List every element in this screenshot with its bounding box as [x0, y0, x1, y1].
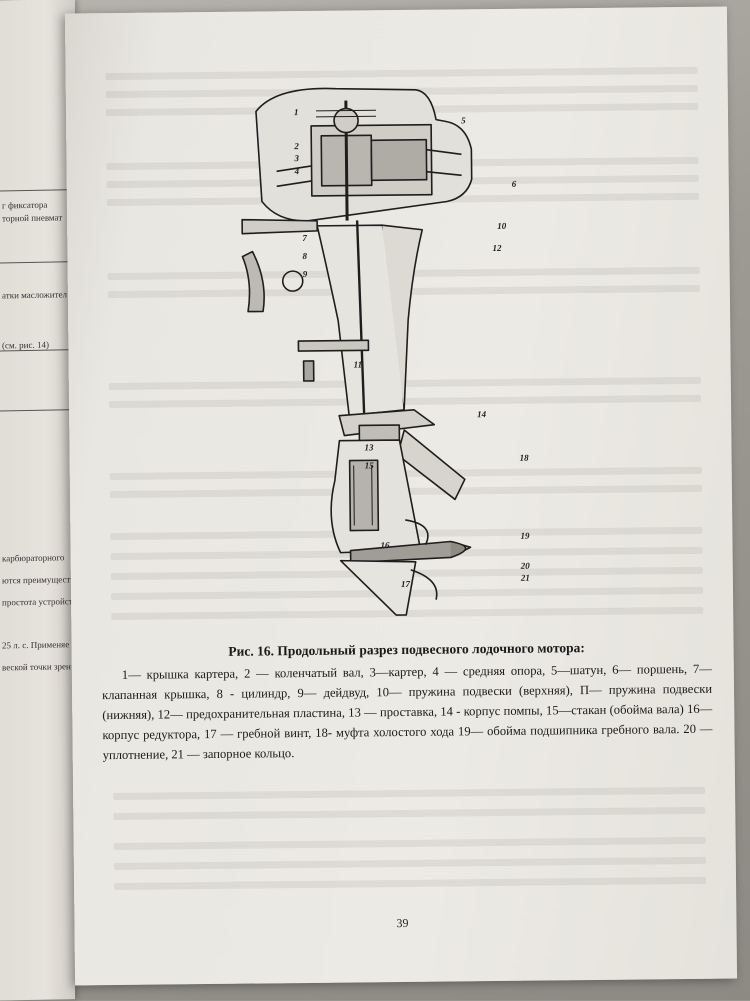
callout-label: 15 [365, 460, 375, 470]
callout-label: 4 [294, 166, 300, 176]
left-page-fragment: атки масложител [2, 289, 67, 301]
callout-label: 13 [364, 442, 374, 452]
callout-label: 10 [497, 221, 507, 231]
callout-label: 14 [477, 409, 487, 419]
callout-label: 2 [293, 141, 299, 151]
figure-caption: Рис. 16. Продольный разрез подвесного ло… [102, 639, 713, 765]
callout-label: 7 [302, 233, 307, 243]
motor-drawing: 1 2 3 4 5 6 7 8 9 10 11 12 13 14 15 16 1… [241, 87, 531, 616]
left-page-fragment: торной пневмат [2, 212, 63, 224]
caption-body: 1— крышка картера, 2 — коленчатый вал, 3… [101, 661, 713, 763]
callout-label: 9 [303, 269, 308, 279]
left-page-fragment: (см. рис. 14) [2, 339, 49, 351]
callout-label: 11 [354, 359, 363, 369]
left-page-fragment: простота устройства [2, 596, 72, 608]
callout-label: 1 [294, 107, 299, 117]
callout-label: 8 [302, 251, 307, 261]
left-page: г фиксатора торной пневмат атки масложит… [0, 0, 75, 1001]
callout-label: 5 [461, 115, 466, 125]
callout-label: 6 [512, 179, 517, 189]
outboard-motor-cross-section-diagram: 1 2 3 4 5 6 7 8 9 10 11 12 13 14 15 16 1… [216, 78, 552, 621]
callout-label: 3 [293, 153, 299, 163]
callout-label: 18 [520, 453, 530, 463]
callout-label: 19 [520, 531, 530, 541]
left-page-fragment: веской точки зрен [2, 661, 71, 673]
callout-label: 12 [492, 243, 502, 253]
left-page-fragment: карбюраторного [2, 552, 65, 564]
callout-label: 21 [520, 573, 530, 583]
callout-label: 17 [401, 579, 411, 589]
book-page: 1 2 3 4 5 6 7 8 9 10 11 12 13 14 15 16 1… [64, 6, 738, 986]
left-page-fragment: ются преимуществ [2, 574, 72, 586]
caption-title: Рис. 16. Продольный разрез подвесного ло… [228, 640, 585, 659]
left-page-fragment: г фиксатора [2, 199, 48, 211]
left-page-fragment: 25 л. с. Применяе [2, 639, 70, 651]
page-number: 39 [396, 915, 409, 931]
callout-label: 16 [380, 540, 390, 550]
callout-label: 20 [520, 561, 531, 571]
